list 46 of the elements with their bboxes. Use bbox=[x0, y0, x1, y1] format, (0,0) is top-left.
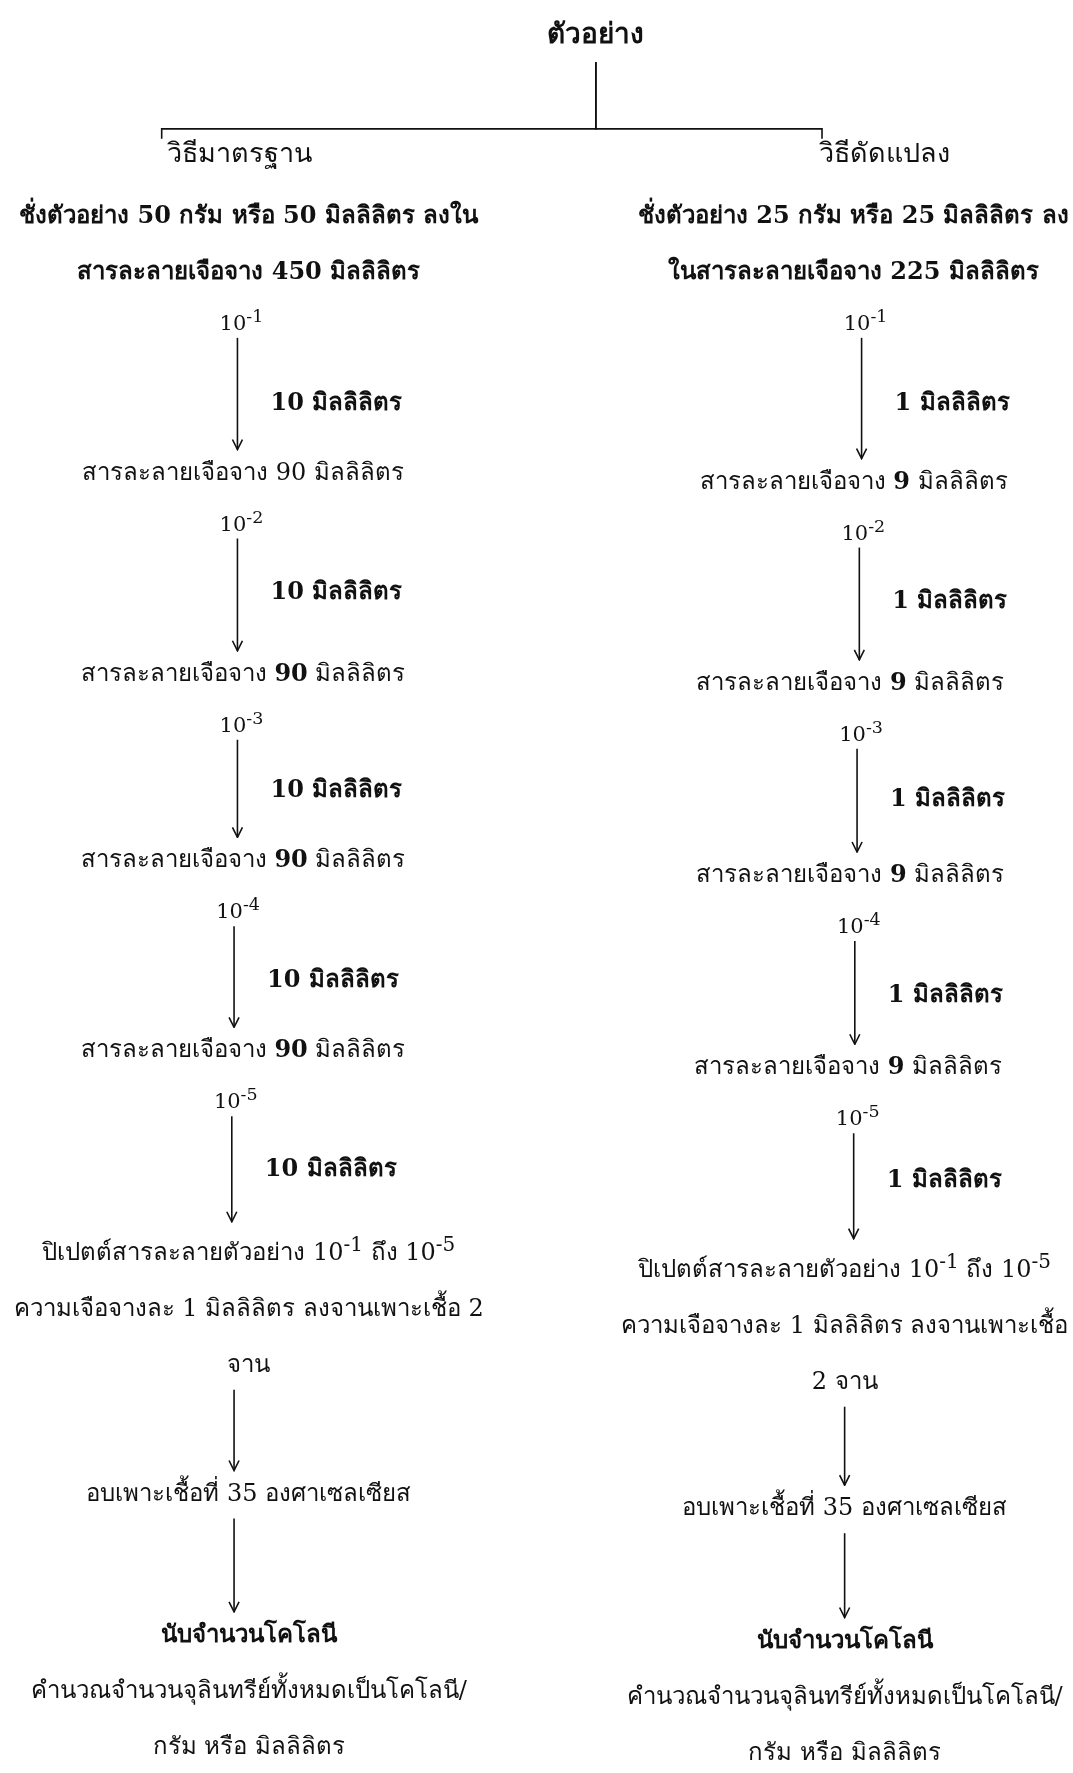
dilution-label: 10$^{-2}$ bbox=[841, 514, 886, 547]
dilution-label: 10$^{-3}$ bbox=[839, 715, 883, 748]
arrow bbox=[228, 925, 240, 1029]
dilution-label: 10$^{-1}$ bbox=[843, 304, 888, 337]
dilution-label: 10$^{-3}$ bbox=[219, 706, 264, 739]
method-heading: วิธีมาตรฐาน bbox=[166, 135, 314, 171]
dilution-label: 10$^{-4}$ bbox=[836, 908, 881, 940]
dilution-label: 10$^{-1}$ bbox=[219, 304, 264, 337]
dilution-label: 10$^{-5}$ bbox=[835, 1100, 880, 1133]
arrow bbox=[228, 1517, 240, 1613]
arrow bbox=[851, 748, 863, 853]
step-text: อบเพาะเชื้อที่ 35 องศาเซลเซียส bbox=[618, 1479, 1071, 1536]
step-text: สารละลายเจือจาง 9 มิลลิลิตร bbox=[695, 665, 1006, 698]
step-text: สารละลายเจือจาง 9 มิลลิลิตร bbox=[693, 1050, 1003, 1083]
step-text: สารละลายเจือจาง 90 มิลลิลิตร bbox=[79, 1033, 407, 1066]
step-text: สารละลายเจือจาง 90 มิลลิลิตร bbox=[79, 843, 407, 876]
arrow bbox=[855, 337, 868, 460]
arrow bbox=[228, 1388, 240, 1472]
title-text: ตัวอย่าง bbox=[546, 15, 646, 52]
step-text: คำนวณจำนวนจุลินทรีย์ทั้งหมดเป็นโคโลนี/กรัม หรือ มิลลิลิตร bbox=[11, 1661, 487, 1773]
method-heading: วิธีดัดแปลง bbox=[817, 135, 951, 170]
result-heading: นับจำนวนโคโลนี bbox=[755, 1623, 935, 1656]
arrow bbox=[838, 1532, 851, 1619]
step-text: ปิเปตต์สารละลายตัวอย่าง 10$^{-1}$ ถึง 10$^{-5}$ ความเจือจางละ 1 มิลลิลิตร ลงจานเพาะเชื้อ 2 จาน bbox=[620, 1247, 1070, 1397]
step-text: สารละลายเจือจาง 9 มิลลิลิตร bbox=[698, 464, 1009, 497]
step-text: สารละลายเจือจาง 9 มิลลิลิตร bbox=[695, 858, 1006, 890]
step-text: สารละลายเจือจาง 90 มิลลิลิตร bbox=[79, 656, 407, 689]
step-text: สารละลายเจือจาง 90 มิลลิลิตร bbox=[81, 456, 405, 488]
arrow bbox=[853, 546, 866, 661]
arrow bbox=[231, 738, 244, 839]
dilution-label: 10$^{-5}$ bbox=[213, 1083, 258, 1116]
dilution-label: 10$^{-4}$ bbox=[216, 893, 260, 926]
step-text: คำนวณจำนวนจุลินทรีย์ทั้งหมดเป็นโคโลนี/กรัม หรือ มิลลิลิตร bbox=[618, 1667, 1071, 1773]
arrow bbox=[838, 1405, 851, 1486]
arrow bbox=[847, 1132, 860, 1240]
step-text: ชั่งตัวอย่าง 25 กรัม หรือ 25 มิลลิลิตร ลงในสารละลายเจือจาง 225 มิลลิลิตร bbox=[636, 196, 1070, 287]
step-text: อบเพาะเชื้อที่ 35 องศาเซลเซียส bbox=[22, 1464, 475, 1521]
arrow bbox=[226, 1115, 238, 1223]
connector-line bbox=[595, 61, 823, 140]
arrow bbox=[231, 337, 244, 451]
dilution-label: 10$^{-2}$ bbox=[219, 505, 264, 538]
result-heading: นับจำนวนโคโลนี bbox=[159, 1617, 339, 1650]
arrow bbox=[231, 537, 244, 652]
step-text: ปิเปตต์สารละลายตัวอย่าง 10$^{-1}$ ถึง 10$^{-5}$ ความเจือจางละ 1 มิลลิลิตร ลงจานเพาะเชื้อ 2 จาน bbox=[12, 1230, 485, 1380]
arrow bbox=[849, 940, 861, 1046]
step-text: ชั่งตัวอย่าง 50 กรัม หรือ 50 มิลลิลิตร ลงในสารละลายเจือจาง 450 มิลลิลิตร bbox=[18, 196, 480, 287]
